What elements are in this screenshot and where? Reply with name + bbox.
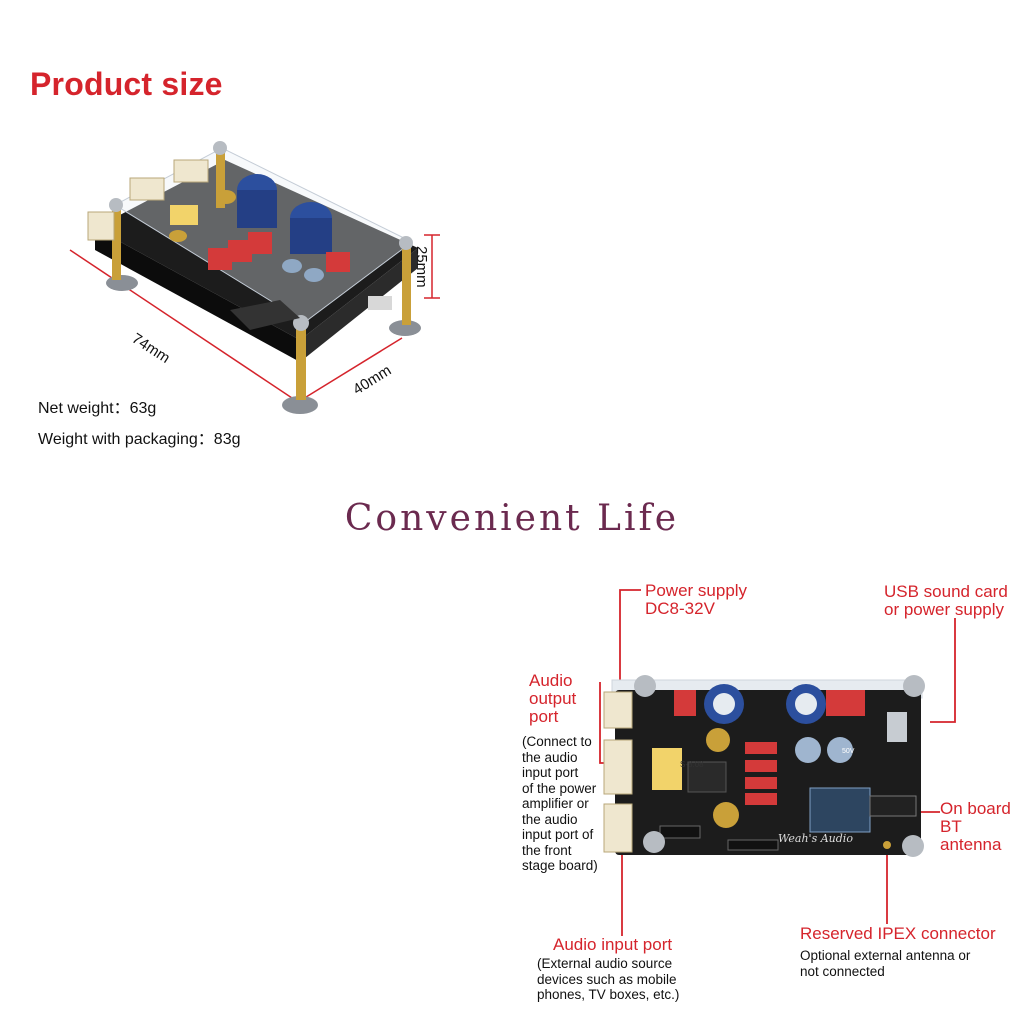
note-line: devices such as mobile (537, 971, 677, 987)
note-line: phones, TV boxes, etc.) (537, 987, 680, 1002)
note-line: the audio (522, 749, 578, 765)
board-isometric (87, 141, 421, 414)
note-line: of the power (522, 780, 597, 796)
note-line: (External audio source (537, 956, 673, 971)
note-line: the front (522, 842, 572, 858)
callout-power-line1: Power supply (645, 581, 748, 600)
note-line: Optional external antenna or (800, 948, 971, 963)
chip-label: S-8.08 (680, 760, 704, 769)
callout-usb-line2: or power supply (884, 600, 1005, 619)
dimension-height: 25mm (413, 246, 430, 288)
cap-label: 50V (842, 748, 855, 755)
callout-audio-output-line2: output (529, 689, 577, 708)
page-title: Product size (30, 66, 223, 102)
board-top-view (603, 675, 925, 857)
note-line: input port (522, 765, 579, 780)
note-line: the audio (522, 811, 578, 827)
callout-audio-output: Audio output port (529, 672, 576, 726)
callout-bt-line1: On board (940, 799, 1011, 818)
board-brand: Weah's Audio (778, 832, 853, 845)
packaged-weight: Weight with packaging：83g (38, 431, 241, 448)
callout-audio-output-note: (Connect to the audio input port of the … (522, 734, 598, 874)
callout-power: Power supply DC8-32V (645, 582, 747, 618)
callout-bt-line3: antenna (940, 835, 1002, 854)
net-weight: Net weight：63g (38, 400, 157, 417)
callout-audio-output-line3: port (529, 707, 559, 726)
callout-ipex-note: Optional external antenna or not connect… (800, 948, 970, 979)
slogan: Convenient Life (344, 498, 680, 539)
callout-audio-output-line1: Audio (529, 671, 573, 690)
callout-audio-input: Audio input port (553, 935, 673, 954)
note-line: (Connect to (522, 734, 592, 749)
callout-bt-line2: BT (940, 817, 962, 836)
note-line: input port of (522, 827, 594, 842)
note-line: stage board) (522, 858, 598, 873)
callout-bt-antenna: On board BT antenna (940, 800, 1011, 854)
callout-usb-line1: USB sound card (884, 582, 1008, 601)
note-line: not connected (800, 963, 885, 979)
leader-lines (599, 589, 956, 936)
dimension-lines (69, 234, 440, 403)
callout-power-line2: DC8-32V (645, 599, 715, 618)
callout-audio-input-note: (External audio source devices such as m… (537, 956, 679, 1003)
callout-ipex: Reserved IPEX connector (800, 924, 996, 943)
note-line: amplifier or (522, 796, 589, 811)
callout-usb: USB sound card or power supply (884, 583, 1008, 619)
